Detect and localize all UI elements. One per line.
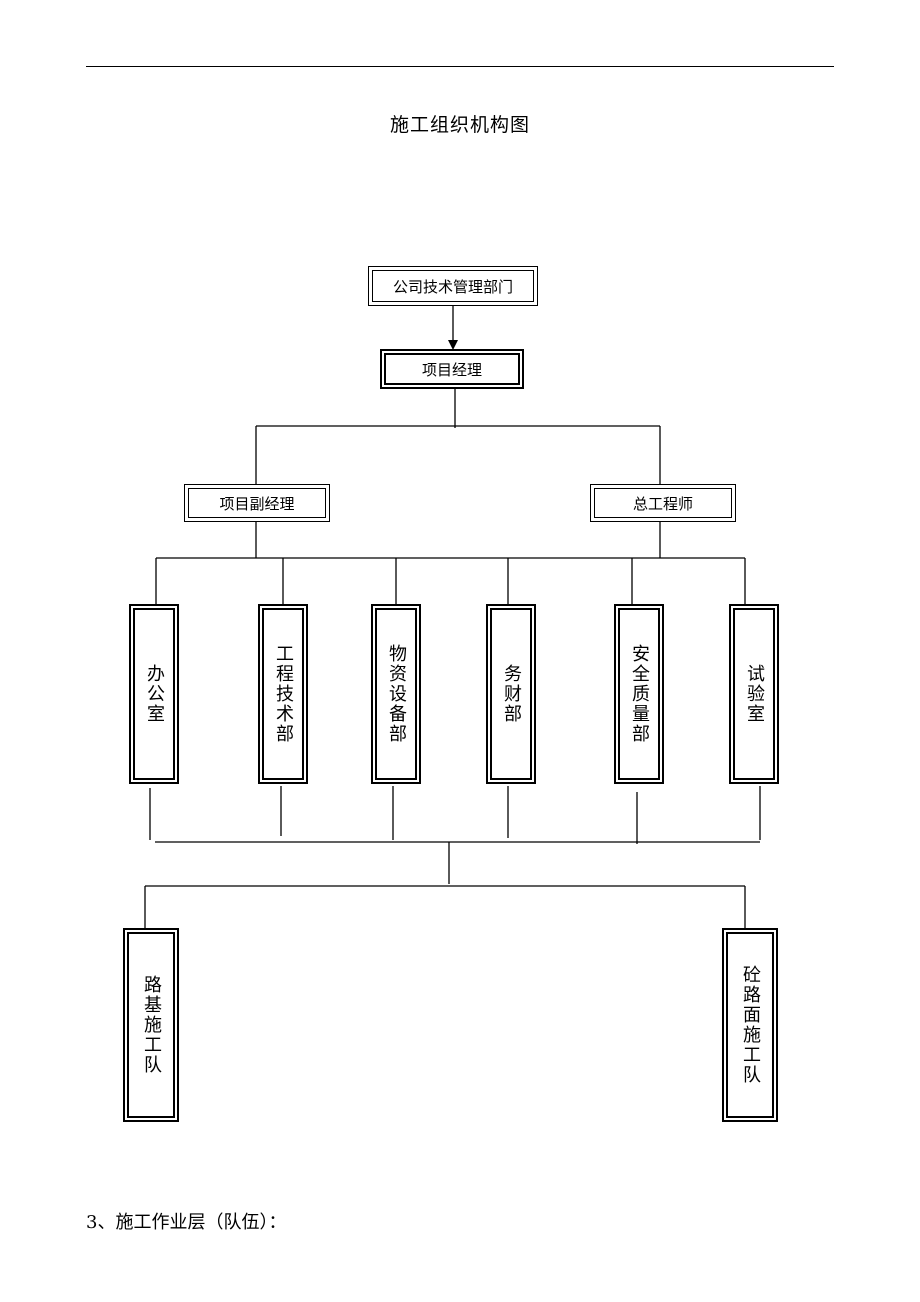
department-label: 办公室 <box>144 664 165 724</box>
team-label: 砼路面施工队 <box>740 965 761 1085</box>
chart-title: 施工组织机构图 <box>389 114 530 136</box>
department-box-materials: 物资设备部 <box>371 604 421 784</box>
chief-engineer-label: 总工程师 <box>632 494 693 513</box>
department-box-laboratory: 试验室 <box>729 604 779 784</box>
deputy-manager-box: 项目副经理 <box>184 484 330 522</box>
chief-engineer-box: 总工程师 <box>590 484 736 522</box>
project-manager-box: 项目经理 <box>380 349 524 389</box>
team-label: 路基施工队 <box>141 975 162 1075</box>
department-label: 安全质量部 <box>629 644 650 744</box>
department-box-safety-quality: 安全质量部 <box>614 604 664 784</box>
section-heading: 3、施工作业层（队伍）： <box>86 1212 287 1233</box>
team-box-subgrade: 路基施工队 <box>123 928 179 1122</box>
department-box-office: 办公室 <box>129 604 179 784</box>
header-rule <box>86 66 834 67</box>
department-box-finance: 务财部 <box>486 604 536 784</box>
department-box-engineering: 工程技术部 <box>258 604 308 784</box>
deputy-manager-label: 项目副经理 <box>219 494 295 513</box>
team-box-concrete-pavement: 砼路面施工队 <box>722 928 778 1122</box>
company-tech-dept-box: 公司技术管理部门 <box>368 266 538 306</box>
department-label: 务财部 <box>501 664 522 724</box>
company-tech-dept-label: 公司技术管理部门 <box>392 277 513 296</box>
project-manager-label: 项目经理 <box>421 360 482 379</box>
department-label: 工程技术部 <box>273 644 294 744</box>
department-label: 试验室 <box>744 664 765 724</box>
department-label: 物资设备部 <box>386 644 407 744</box>
